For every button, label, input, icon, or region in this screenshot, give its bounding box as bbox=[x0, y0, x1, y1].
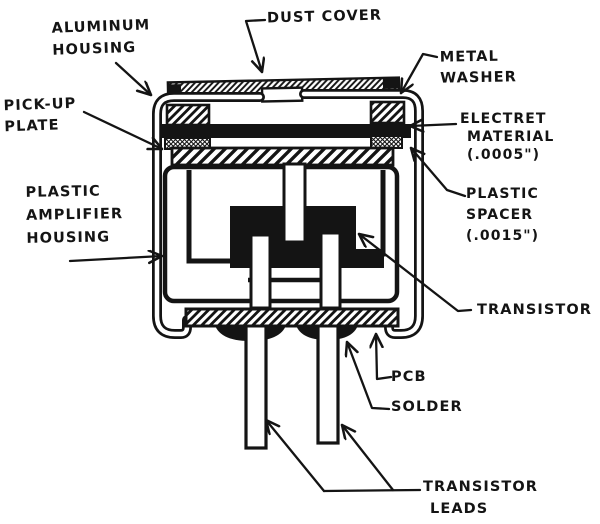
aluminum-housing-arrow bbox=[114, 61, 151, 95]
transistor-leads-line bbox=[322, 488, 422, 493]
label-solder: SOLDER bbox=[391, 396, 463, 418]
leader-arrows bbox=[68, 18, 473, 493]
label-electret-material: ELECTRET MATERIAL (.0005") bbox=[460, 110, 554, 164]
label-text: MATERIAL bbox=[467, 129, 555, 145]
label-text: PCB bbox=[391, 369, 427, 385]
label-text: PLASTIC bbox=[25, 183, 101, 201]
aluminum-housing-part bbox=[152, 89, 424, 339]
label-text: SOLDER bbox=[391, 399, 463, 415]
solder-arrow bbox=[347, 342, 391, 411]
pcb-arrow bbox=[376, 334, 393, 381]
label-text: PLASTIC bbox=[466, 186, 539, 202]
label-transistor-leads: TRANSISTOR LEADS bbox=[423, 476, 538, 520]
label-text: (.0015") bbox=[466, 228, 540, 244]
pickup-plate-lead bbox=[282, 162, 307, 244]
pick-up-plate-arrow bbox=[82, 110, 162, 149]
label-text: PLATE bbox=[4, 117, 60, 136]
label-metal-washer: METAL WASHER bbox=[440, 46, 518, 89]
label-text: TRANSISTOR bbox=[477, 302, 593, 318]
pick-up-plate-part bbox=[170, 146, 395, 167]
label-text: ELECTRET bbox=[460, 111, 547, 127]
label-dust-cover: DUST COVER bbox=[267, 4, 383, 29]
dust-cover-aperture-tab bbox=[260, 86, 304, 103]
dust-cover-arrow bbox=[244, 18, 267, 72]
transistor-arrow bbox=[359, 234, 473, 313]
label-text: METAL bbox=[439, 48, 500, 66]
transistor-leads-arrow-right bbox=[342, 425, 395, 492]
label-aluminum-housing: ALUMINUM HOUSING bbox=[51, 14, 151, 61]
label-text: (.0005") bbox=[467, 147, 541, 163]
transistor-internal-leads bbox=[249, 162, 342, 310]
transistor-leads-part bbox=[244, 320, 340, 450]
label-text: WASHER bbox=[440, 69, 518, 87]
label-text: AMPLIFIER bbox=[25, 206, 124, 224]
metal-washer-part bbox=[165, 100, 406, 127]
label-pcb: PCB bbox=[391, 366, 427, 388]
label-text: LEADS bbox=[430, 501, 489, 517]
amplifier-housing-arrow bbox=[68, 256, 162, 261]
label-pick-up-plate: PICK-UP PLATE bbox=[3, 94, 77, 139]
label-plastic-spacer: PLASTIC SPACER (.0015") bbox=[466, 184, 539, 247]
label-transistor: TRANSISTOR bbox=[477, 299, 592, 321]
label-text: PICK-UP bbox=[3, 95, 77, 115]
label-text: HOUSING bbox=[26, 229, 111, 247]
electret-material-part bbox=[162, 124, 411, 138]
label-text: HOUSING bbox=[52, 39, 137, 59]
metal-washer-arrow bbox=[401, 52, 439, 93]
label-plastic-amplifier-housing: PLASTIC AMPLIFIER HOUSING bbox=[25, 180, 123, 251]
pcb-part bbox=[184, 307, 400, 328]
plastic-spacer-part bbox=[164, 135, 403, 150]
label-text: DUST COVER bbox=[266, 7, 383, 27]
label-text: TRANSISTOR bbox=[423, 479, 539, 495]
transistor-leads-arrow-left bbox=[266, 420, 326, 493]
label-text: SPACER bbox=[466, 207, 534, 223]
electret-material-arrow bbox=[410, 124, 458, 126]
plastic-spacer-arrow bbox=[411, 148, 467, 198]
